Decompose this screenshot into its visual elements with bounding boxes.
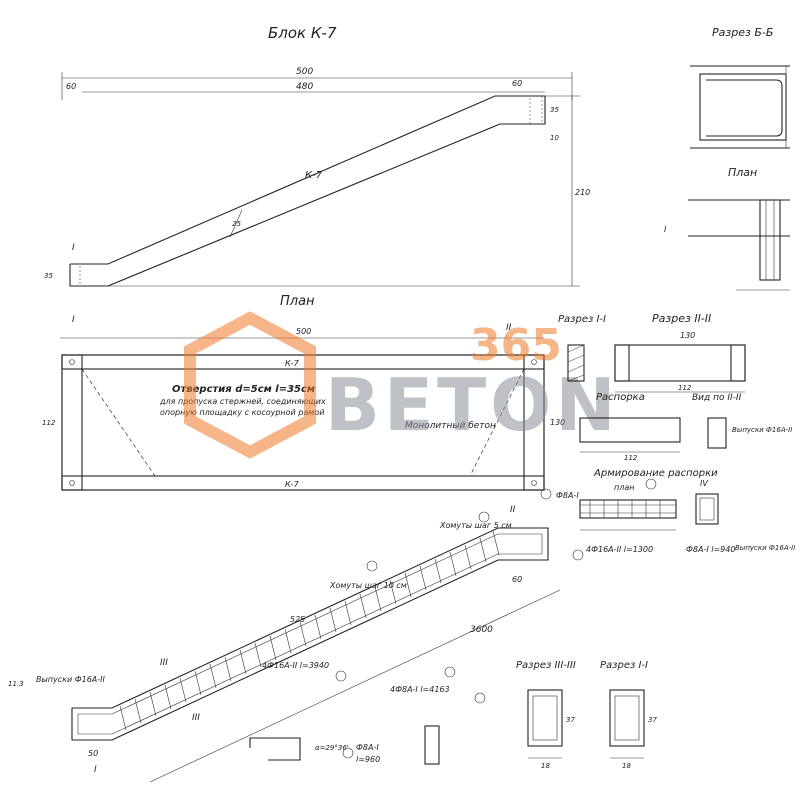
angle-label: α=29°36': [315, 744, 349, 752]
dim-130-sec: 130: [680, 331, 695, 340]
openings-note-1: Отверстия d=5см l=35см: [172, 384, 315, 395]
dim-35-left: 35: [44, 272, 53, 280]
dim-60-right: 60: [512, 79, 522, 88]
dim-18-b: 18: [622, 762, 631, 770]
dim-130: 130: [550, 418, 565, 427]
dim-500: 500: [296, 67, 313, 77]
section-bb-title: Разрез Б-Б: [712, 26, 773, 39]
cut-mark-I-reinf: I: [94, 765, 97, 775]
section-3-3-title: Разрез III-III: [516, 660, 576, 671]
section-2-2-view: 130 112: [614, 331, 746, 393]
section-3-3-view: 18 37: [474, 689, 575, 770]
bent-bar-detail: α=29°36' Ф8А-I l=960: [249, 725, 440, 765]
dim-480: 480: [296, 82, 313, 92]
dim-60-left: 60: [66, 82, 76, 91]
spacer-plan-label: план: [614, 483, 634, 492]
outlets-tiny-label: Выпуски Ф16А-II: [735, 544, 795, 552]
dim-50: 50: [88, 749, 98, 758]
spacer-title: Распорка: [596, 392, 645, 403]
rebar-3-label: 4Ф16А-II l=1300: [586, 545, 653, 554]
plan-small-b: I: [664, 225, 667, 234]
dim-37-a: 37: [566, 716, 575, 724]
cut-mark-III-bottom: III: [192, 713, 200, 723]
section-2-2-title: Разрез II-II: [652, 312, 711, 325]
level-label: 11.3: [8, 680, 24, 688]
dim-18-a: 18: [541, 762, 550, 770]
rebar-2-label: 4Ф16А-II l=3940: [262, 661, 329, 670]
dim-35: 35: [550, 106, 559, 114]
section-4-4-small: IV: [700, 479, 708, 488]
dim-525: 525: [290, 615, 305, 624]
plan-main-view: 500 К-7 К-7 Отверстия d=5см l=35см для п…: [42, 323, 565, 515]
dim-3600: 3600: [470, 625, 493, 635]
dim-10: 10: [550, 134, 559, 142]
rebar-4-length: l=960: [356, 755, 380, 764]
outlets-label: Выпуски Ф16А-II: [36, 675, 106, 684]
cut-mark-I-bottom: I: [72, 315, 75, 325]
section-1-1b-view: 18 37: [609, 689, 657, 770]
dim-112-plan: 112: [42, 419, 56, 427]
watermark-number: 365: [470, 320, 562, 371]
openings-note-3: опорную площадку с косоурной рамой: [160, 408, 324, 417]
plan-main-title: План: [280, 294, 315, 309]
elevation-view: 500 480 60 60 25 К-7 210 35 10 I I 35: [44, 67, 590, 325]
plan-small-title: План: [728, 166, 757, 179]
cut-mark-II-top: II: [506, 323, 512, 333]
ties-5-label: Хомуты шаг 5 см: [439, 521, 512, 530]
cut-mark-II-bottom: II: [510, 505, 516, 515]
section-1-1-view: [567, 344, 585, 382]
ties-10-label: Хомуты шаг 10 см: [329, 581, 407, 590]
dim-112-sec: 112: [678, 384, 692, 392]
reinforcement-elevation: 3600 525 50 60 Хомуты шаг 10 см Хомуты ш…: [8, 511, 561, 783]
outlets-small-label: Выпуски Ф16А-II: [732, 426, 792, 434]
rebar-4-label: Ф8А-I: [356, 743, 379, 752]
cut-mark-III-top: III: [160, 658, 168, 668]
dim-112-spacer: 112: [624, 454, 638, 462]
dim-500-plan: 500: [296, 327, 311, 336]
watermark: 365 BETON: [184, 311, 620, 459]
watermark-text: BETON: [325, 363, 620, 447]
dim-210: 210: [575, 188, 590, 197]
rebar-6-label: Ф8А-I: [556, 491, 579, 500]
section-1-1b-title: Разрез I-I: [600, 660, 648, 671]
monolith-label: Монолитный бетон: [405, 421, 496, 431]
spacer-view: 112 Выпуски Ф16А-II: [579, 417, 792, 462]
drawing-title: Блок К-7: [268, 24, 337, 42]
dim-60-reinf: 60: [512, 575, 522, 584]
dim-25: 25: [232, 220, 241, 228]
plan-beam-bottom-label: К-7: [285, 480, 300, 489]
openings-note-2: для пропуска стержней, соединяющих: [159, 397, 326, 406]
section-bb-view: [690, 65, 790, 149]
dim-37-b: 37: [648, 716, 657, 724]
rebar-5-label: Ф8А-I l=940: [686, 545, 735, 554]
plan-small-view: I: [664, 199, 790, 291]
cut-mark-I-top: I: [72, 243, 75, 253]
rebar-1-label: 4Ф8А-I l=4163: [390, 685, 450, 694]
plan-beam-top-label: К-7: [285, 359, 300, 368]
elevation-label: К-7: [305, 170, 323, 181]
section-1-1-title: Разрез I-I: [558, 314, 606, 325]
view-title: Вид по II-II: [692, 393, 742, 403]
spacer-reinf-view: Ф8А-I 4Ф16А-II l=1300 Ф8А-I l=940 Выпуск…: [540, 478, 795, 561]
spacer-reinf-title: Армирование распорки: [593, 468, 718, 479]
